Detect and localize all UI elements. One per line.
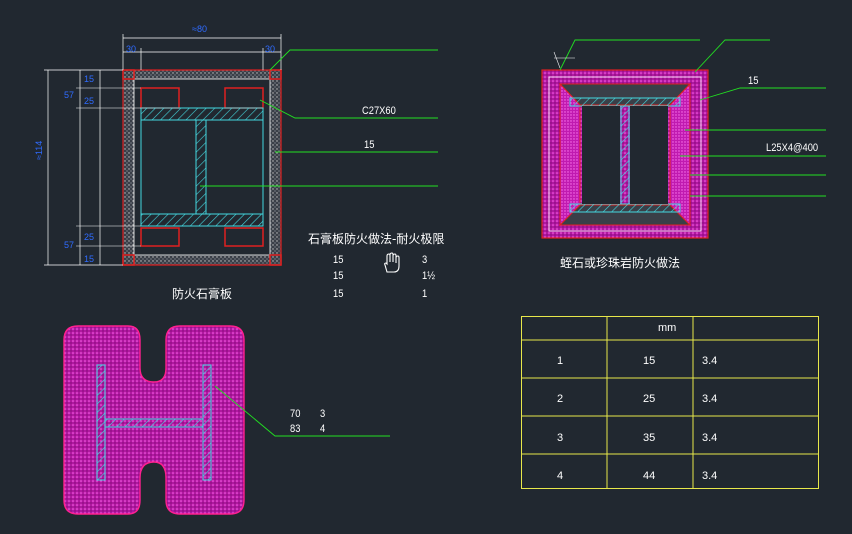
data-table [521,316,819,489]
table-row-1-no: 1 [557,355,564,367]
hand-cursor-icon [384,252,400,273]
rating-row-2-hours: 1½ [422,270,436,282]
fig1-top-dimension: ≈80 [192,24,207,34]
fig3-note-1-b: 3 [320,408,326,420]
table-row-4-rating: 3.4 [702,470,718,482]
table-row-2-mm: 25 [643,393,656,405]
fig2-callout-thickness: 15 [748,75,759,87]
table-row-4-no: 4 [557,470,564,482]
table-row-3-mm: 35 [643,432,656,444]
fig1-callout-channel: C27X60 [362,105,396,117]
table-row-2-no: 2 [557,393,564,405]
fig3-note-1-a: 70 [290,408,301,420]
fig1-left-dim-2: 57 [64,90,75,100]
figure2-vermiculite [541,39,826,239]
fig3-note-2-b: 4 [320,423,326,435]
fig1-left-dim-5: 25 [84,232,95,242]
fig1-top-left-dimension: 30 [126,44,137,54]
table-row-3-rating: 3.4 [702,432,718,444]
fig2-callout-angle: L25X4@400 [766,142,819,154]
table-row-1-mm: 15 [643,355,656,367]
fig2-caption: 蛭石或珍珠岩防火做法 [560,256,681,270]
rating-row-1-hours: 3 [422,254,428,266]
fig1-left-dim-3: 25 [84,96,95,106]
fig3-note-2-a: 83 [290,423,301,435]
fig1-left-dim-4: 57 [64,240,75,250]
fig1-callout-thickness: 15 [364,139,375,151]
data-table-grid [521,316,819,489]
rating-row-3-thickness: 15 [333,288,344,300]
figure3-h-section [63,325,390,515]
rating-row-3-hours: 1 [422,288,428,300]
table-row-3-no: 3 [557,432,564,444]
table-header-mm: mm [658,322,677,334]
fig1-left-dim-1: 15 [84,74,95,84]
fig1-left-total-dimension: ≈114 [34,140,44,160]
table-row-1-rating: 3.4 [702,355,718,367]
rating-table-title: 石膏板防火做法-耐火极限 [308,232,445,246]
figure1-gypsum-board [44,34,438,266]
fig1-top-right-dimension: 30 [265,44,276,54]
fig1-left-dim-6: 15 [84,254,95,264]
table-row-4-mm: 44 [643,470,656,482]
table-row-2-rating: 3.4 [702,393,718,405]
rating-row-1-thickness: 15 [333,254,344,266]
fig1-caption: 防火石膏板 [172,287,233,301]
rating-row-2-thickness: 15 [333,270,344,282]
